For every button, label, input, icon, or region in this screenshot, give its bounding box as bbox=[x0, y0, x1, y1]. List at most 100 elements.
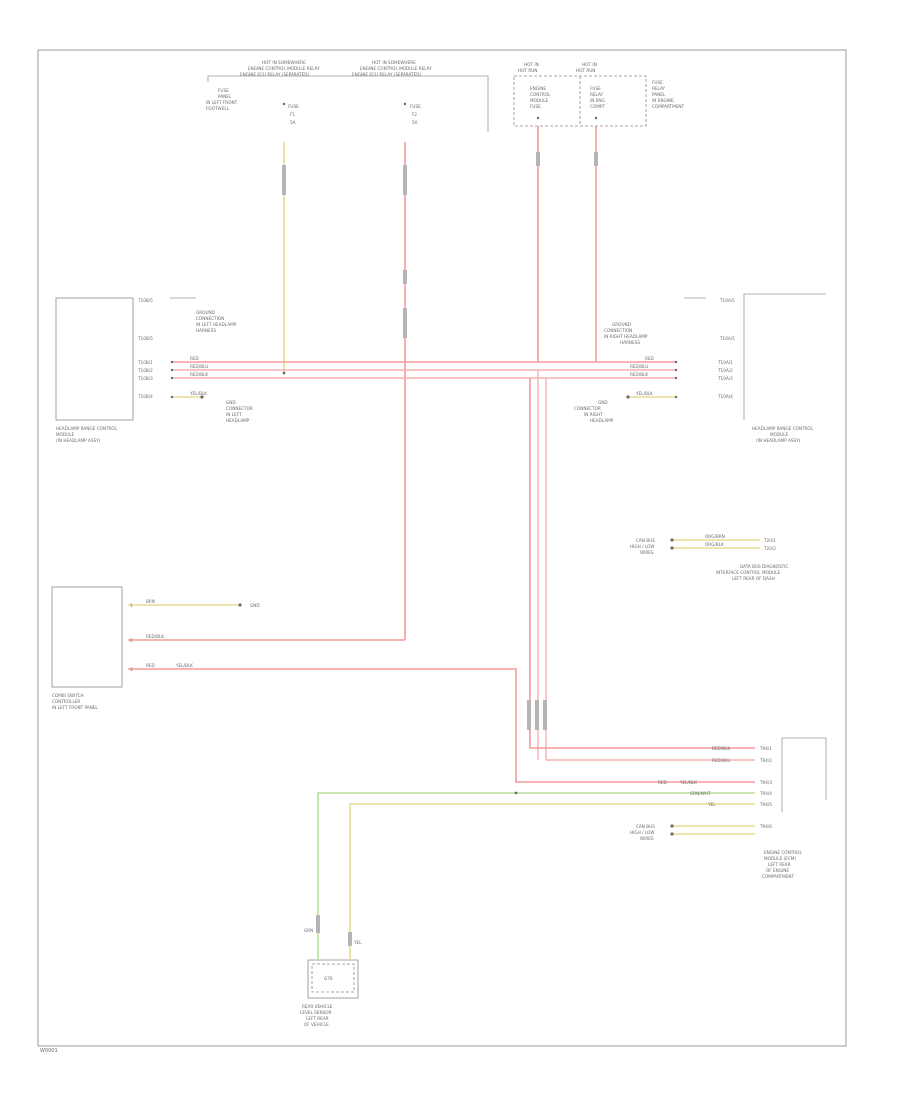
right-module-name-3: (IN HEADLAMP ASSY) bbox=[756, 438, 801, 443]
relay-side-1: FUSE bbox=[652, 80, 663, 85]
left-pin-dot bbox=[170, 395, 174, 399]
right-pin-4: T10A/4 bbox=[717, 394, 733, 399]
ecm-splice-dot bbox=[514, 791, 518, 795]
fuse-panel-header-2: ENGINE CONTROL MODULE RELAY bbox=[248, 66, 320, 71]
ecm-bracket bbox=[781, 737, 827, 812]
gateway-dot bbox=[670, 538, 674, 542]
right-wire-4: YEL/BLK bbox=[635, 391, 653, 396]
left-pin-1: T10B/1 bbox=[137, 360, 153, 365]
right-wire-1: RED bbox=[645, 356, 654, 361]
combi-name-1: COMBI SWITCH bbox=[52, 693, 84, 698]
relay-side-3: PANEL bbox=[652, 92, 666, 97]
relay-box-2: RELAY bbox=[590, 92, 604, 97]
fuse-panel-header-2b: ENGINE CONTROL MODULE RELAY bbox=[360, 66, 432, 71]
fuse2-pin bbox=[403, 102, 407, 106]
gateway-side-1: CAN BUS bbox=[636, 538, 655, 543]
sensor-wire-2: YEL bbox=[353, 940, 362, 945]
combi-ground-dot bbox=[238, 603, 242, 607]
relay-box-4: COMPT bbox=[590, 104, 605, 109]
fuse-panel-side-3: IN LEFT FRONT bbox=[206, 100, 238, 105]
fuse-panel-side-2: PANEL bbox=[218, 94, 232, 99]
combi-switch: 1 2 3 BRN RED/BLK RED YEL/BLK GND COMBI … bbox=[51, 586, 260, 710]
fuse2-label-3: 5A bbox=[412, 120, 418, 125]
wire-combi-pin3-ecm bbox=[128, 668, 755, 783]
ecm-wire-2: RED/BLU bbox=[712, 758, 730, 763]
left-pin-dot bbox=[170, 368, 174, 372]
left-top-pin: T10B/5 bbox=[137, 298, 153, 303]
left-module-bracket bbox=[132, 297, 196, 300]
ecm-pin-3: T94/3 bbox=[759, 780, 772, 785]
combi-name-2: CONTROLLER bbox=[52, 699, 80, 704]
gateway-pin-1: T20/1 bbox=[763, 538, 776, 543]
sensor-inner bbox=[311, 963, 355, 993]
right-pin-dot bbox=[674, 360, 678, 364]
combi-name-3: IN LEFT FRONT PANEL bbox=[52, 705, 98, 710]
fuse2-label-1: FUSE bbox=[410, 104, 421, 109]
fuse-panel-header-1: HOT IN SOMEWHERE bbox=[262, 60, 306, 65]
wire-sensor-green bbox=[317, 792, 755, 935]
fuse1-label-3: 5A bbox=[290, 120, 296, 125]
left-ground-dot bbox=[200, 395, 204, 399]
fuse2-label-2: F2 bbox=[412, 112, 417, 117]
gateway-module: CAN BUS HIGH / LOW WIRES ORG/BRN ORG/BLK… bbox=[630, 534, 788, 581]
ecm-fuse-4: FUSE bbox=[530, 104, 541, 109]
right-ground-1: GROUND bbox=[612, 322, 631, 327]
wire-tag bbox=[403, 270, 407, 284]
wire-tag bbox=[543, 700, 547, 730]
combi-wire-2: RED/BLK bbox=[146, 634, 164, 639]
left-splice-dot bbox=[282, 371, 286, 375]
fuse1-label-2: F1 bbox=[290, 112, 295, 117]
combi-wire-1: BRN bbox=[146, 599, 155, 604]
fuse-panel-header-3b: ENGINE ECU RELAY (SEPARATED) bbox=[352, 72, 422, 77]
combi-wire-4: YEL/BLK bbox=[175, 663, 193, 668]
ecm-fuse-1: ENGINE bbox=[530, 86, 546, 91]
right-pin-dot bbox=[674, 368, 678, 372]
ecm-pin-4: T94/4 bbox=[759, 791, 772, 796]
wire-tag bbox=[527, 700, 531, 730]
wire-tag bbox=[348, 932, 352, 946]
left-gnd-bottom-2: CONNECTOR bbox=[226, 406, 253, 411]
wire-tag bbox=[535, 700, 539, 730]
right-pin-3: T10A/3 bbox=[717, 376, 733, 381]
ecm-fuse-pin bbox=[536, 116, 540, 120]
diagram-frame bbox=[37, 49, 847, 1047]
relay-box-1: FUSE bbox=[590, 86, 601, 91]
gateway-name-3: LEFT REAR OF DASH bbox=[732, 576, 775, 581]
right-wire-3: RED/BLK bbox=[630, 372, 648, 377]
ecm-name-4: OF ENGINE bbox=[766, 868, 789, 873]
left-wire-2: RED/BLU bbox=[190, 364, 208, 369]
left-ground-3: IN LEFT HEADLAMP bbox=[196, 322, 237, 327]
sensor-name-2: LEVEL SENSOR bbox=[300, 1010, 332, 1015]
right-gnd-bottom-2: CONNECTOR bbox=[574, 406, 601, 411]
right-pin-dot bbox=[674, 376, 678, 380]
ecm-wire-3: RED bbox=[658, 780, 667, 785]
left-pin-4: T10B/4 bbox=[137, 394, 153, 399]
gateway-pin-2: T20/2 bbox=[763, 546, 776, 551]
fuse1-pin bbox=[282, 102, 286, 106]
right-headlamp-module: T10A/5 T10A/5 T10A/1 T10A/2 T10A/3 T10A/… bbox=[574, 293, 826, 443]
ecm-name-3: LEFT REAR bbox=[768, 862, 791, 867]
ecm-pin-6: T94/6 bbox=[759, 824, 772, 829]
gateway-side-2: HIGH / LOW bbox=[630, 544, 654, 549]
left-wire-3: RED/BLK bbox=[190, 372, 208, 377]
ecm-wire-1: RED/BLK bbox=[712, 746, 730, 751]
combi-ground: GND bbox=[250, 603, 260, 608]
left-gnd-bottom-1: GND bbox=[226, 400, 236, 405]
combi-pin-1: 1 bbox=[130, 603, 133, 608]
rear-level-sensor: G76 GRN YEL REAR VEHICLE LEVEL SENSOR LE… bbox=[300, 928, 362, 1027]
ecm-wire-5: GRN/WHT bbox=[690, 791, 711, 796]
ecm-side-2: HIGH / LOW bbox=[630, 830, 654, 835]
wires bbox=[128, 126, 760, 946]
right-gnd-bottom-1: GND bbox=[598, 400, 608, 405]
left-top-pin-b: T10B/5 bbox=[137, 336, 153, 341]
left-pin-2: T10B/2 bbox=[137, 368, 153, 373]
wire-tag bbox=[403, 308, 407, 338]
right-ground-2: CONNECTION bbox=[604, 328, 632, 333]
right-ground-3: IN RIGHT HEADLAMP bbox=[604, 334, 648, 339]
ecm-pin-5: T94/5 bbox=[759, 802, 772, 807]
left-fuse-panel: HOT IN SOMEWHERE ENGINE CONTROL MODULE R… bbox=[206, 60, 489, 132]
right-top-pin-b: T10A/5 bbox=[719, 336, 735, 341]
wire-bus-to-ecm-1 bbox=[529, 745, 755, 749]
gateway-wire-1: ORG/BRN bbox=[705, 534, 725, 539]
